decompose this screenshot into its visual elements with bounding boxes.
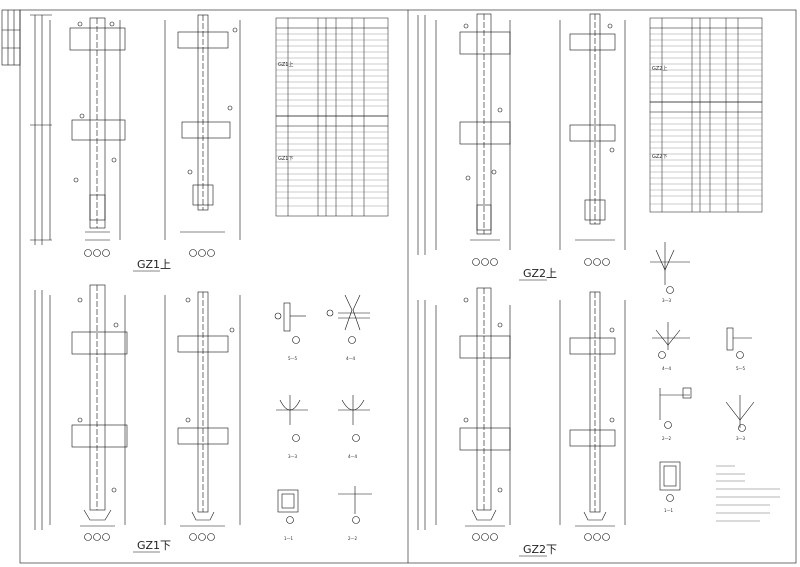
title-gz1-upper: GZ1上 [137,258,171,271]
section-label: 3—3 [662,298,672,303]
section-label: 1—1 [664,508,674,513]
title-gz2-lower: GZ2下 [523,543,557,556]
gz1-lower-elevation-a [34,284,128,541]
table-tag-gz2-lower: GZ2下 [652,154,667,160]
section-label: 1—1 [284,536,294,541]
general-notes [716,465,780,522]
table-tag-gz1-lower: GZ1下 [278,156,293,162]
section-label: 5—5 [736,366,746,371]
gz2-lower-elevation-b [559,291,626,541]
gz1-section-details [274,294,372,524]
title-strip [1,9,21,66]
section-label: 4—4 [662,366,672,371]
gz2-section-details [650,242,755,502]
gz2-upper-elevation-b [559,13,626,266]
section-label: 3—3 [288,454,298,459]
gz2-material-tables [649,17,763,213]
section-label: 4—4 [348,454,358,459]
gz1-lower-elevation-b [164,291,241,541]
section-label: 2—2 [662,436,672,441]
gz1-table-rows [276,33,388,207]
title-gz2-upper: GZ2上 [523,267,557,280]
section-label: 2—2 [348,536,358,541]
table-tag-gz2-upper: GZ2上 [652,65,667,72]
gz2-lower-elevation-a [417,287,511,541]
table-tag-gz1-upper: GZ1上 [278,61,293,68]
section-label: 5—5 [288,356,298,361]
section-label: 3—3 [736,436,746,441]
gz1-material-tables [275,17,389,217]
title-gz1-lower: GZ1下 [137,539,171,552]
gz1-upper-elevation-a [30,14,126,257]
section-label: 4—4 [346,356,356,361]
gz1-upper-elevation-b [164,14,241,257]
gz2-table-rows [650,33,762,205]
gz2-upper-elevation-a [417,13,511,266]
